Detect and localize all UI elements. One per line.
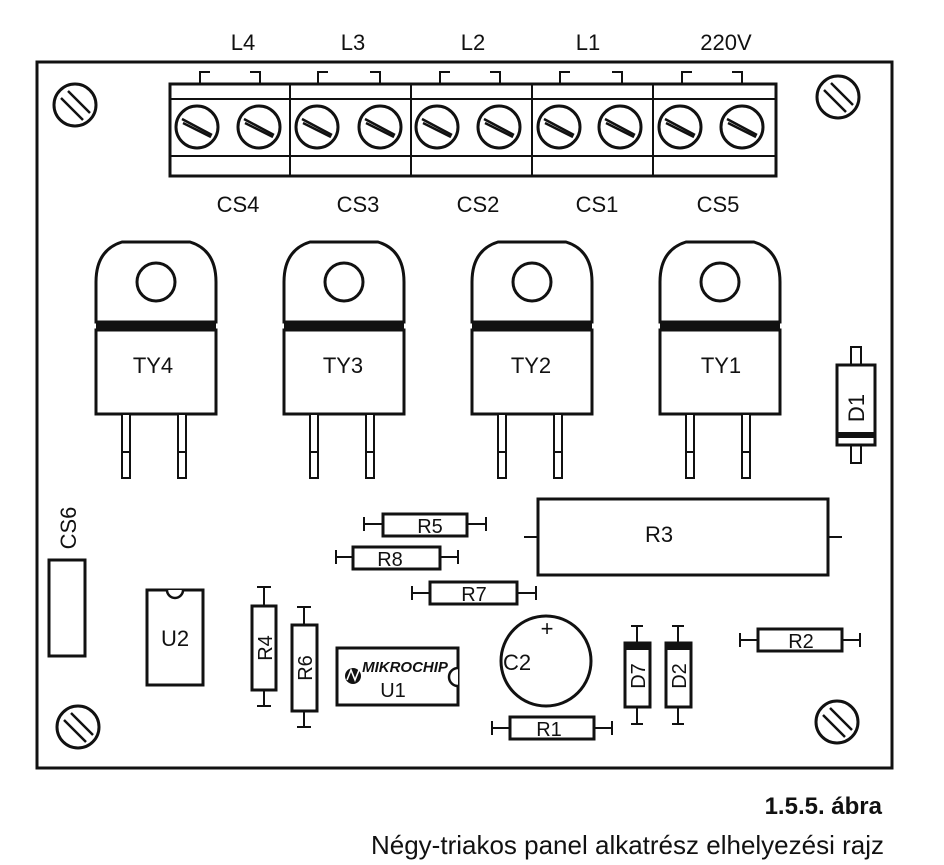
terminal-screw — [414, 104, 460, 150]
label-ty1: TY1 — [701, 353, 741, 378]
capacitor-c2: + C2 — [499, 614, 593, 708]
terminal-screw — [719, 104, 765, 150]
resistor-r2: R2 — [739, 627, 861, 653]
triac-ty4: TY4 — [94, 240, 218, 480]
resistor-r5: R5 — [363, 512, 487, 538]
pcb-board-outline — [35, 60, 894, 770]
terminal-screw — [236, 104, 282, 150]
label-d7: D7 — [628, 663, 650, 689]
ic-u2: U2 — [145, 588, 205, 687]
terminal-screw — [536, 104, 582, 150]
resistor-r1: R1 — [491, 715, 613, 741]
corner-screw-top-left — [52, 82, 98, 128]
diode-d2: D2 — [664, 625, 693, 725]
terminal-screw — [294, 104, 340, 150]
resistor-r6: R6 — [290, 606, 319, 728]
figure-caption: Négy-triakos panel alkatrész elhelyezési… — [370, 830, 884, 860]
terminal-screw — [597, 104, 643, 150]
label-r2: R2 — [788, 631, 814, 653]
label-u1-logo: MIKROCHIP — [362, 659, 449, 676]
label-u2: U2 — [161, 626, 189, 651]
figure-number: 1.5.5. ábra — [764, 793, 882, 820]
label-cs1: CS1 — [576, 192, 619, 217]
label-d2: D2 — [669, 663, 691, 689]
label-ty2: TY2 — [511, 353, 551, 378]
terminal-screw — [357, 104, 403, 150]
label-r4: R4 — [255, 635, 277, 661]
label-ty3: TY3 — [323, 353, 363, 378]
label-r6: R6 — [295, 655, 317, 681]
diode-d7: D7 — [623, 625, 652, 725]
terminal-screw — [476, 104, 522, 150]
label-ty4: TY4 — [133, 353, 173, 378]
label-r5: R5 — [417, 516, 443, 538]
label-c2-plus: + — [541, 616, 554, 641]
label-r8: R8 — [377, 549, 403, 571]
connector-cs6: CS6 — [47, 507, 87, 658]
label-l1: L1 — [576, 30, 600, 55]
resistor-r3: R3 — [524, 497, 842, 577]
terminal-screw — [174, 104, 220, 150]
ic-u1: MIKROCHIP U1 — [335, 646, 460, 707]
microchip-logo-icon — [345, 667, 361, 684]
resistor-r4: R4 — [250, 586, 278, 707]
label-cs3: CS3 — [337, 192, 380, 217]
resistor-r8: R8 — [335, 545, 459, 571]
label-cs4: CS4 — [217, 192, 260, 217]
label-d1: D1 — [844, 394, 869, 422]
corner-screw-bottom-left — [55, 704, 101, 750]
label-l3: L3 — [341, 30, 365, 55]
corner-screw-bottom-right — [814, 699, 860, 745]
corner-screw-top-right — [815, 74, 861, 120]
label-u1: U1 — [380, 680, 406, 702]
label-r7: R7 — [461, 584, 487, 606]
terminal-screw — [657, 104, 703, 150]
triac-ty3: TY3 — [282, 240, 406, 480]
label-l2: L2 — [461, 30, 485, 55]
label-l4: L4 — [231, 30, 255, 55]
label-r1: R1 — [536, 719, 562, 741]
label-r3: R3 — [645, 522, 673, 547]
label-c2: C2 — [503, 650, 531, 675]
label-220v: 220V — [700, 30, 752, 55]
diode-d1: D1 — [835, 346, 877, 464]
triac-ty1: TY1 — [658, 240, 782, 480]
label-cs2: CS2 — [457, 192, 500, 217]
triac-ty2: TY2 — [470, 240, 594, 480]
label-cs5: CS5 — [697, 192, 740, 217]
resistor-r7: R7 — [411, 580, 537, 606]
label-cs6: CS6 — [56, 507, 81, 550]
